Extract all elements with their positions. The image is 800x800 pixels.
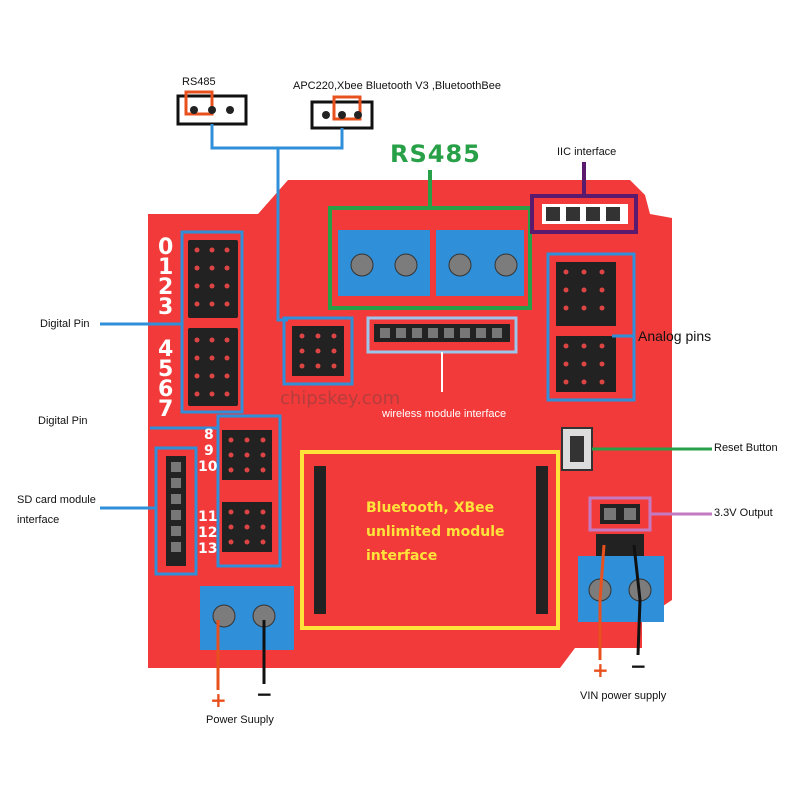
watermark: chipskey.com	[280, 388, 401, 409]
pin-2: 2	[158, 275, 174, 300]
pin-0: 0	[158, 235, 174, 260]
analog-pins-frame	[546, 252, 636, 402]
pin-9: 9	[204, 443, 214, 459]
pin-5: 5	[158, 357, 174, 382]
digital-pin-label-2: Digital Pin	[38, 415, 88, 427]
vin-plus: +	[592, 658, 609, 682]
vin-minus: −	[630, 654, 647, 678]
analog-pins-label: Analog pins	[638, 328, 712, 344]
digital-pin-0-7-frame	[180, 230, 244, 414]
bluetooth-xbee-frame	[300, 450, 560, 630]
pin-1: 1	[158, 255, 174, 280]
pin-7: 7	[158, 397, 174, 422]
iic-label: IIC interface	[557, 146, 617, 158]
pin-4: 4	[158, 337, 174, 362]
rs485-header-label: RS485	[390, 140, 481, 168]
pin-6: 6	[158, 377, 174, 402]
pin-3: 3	[158, 295, 174, 320]
rs485-jumper-label: RS485	[182, 76, 216, 88]
bluetooth-label-2: unlimited module	[366, 524, 505, 540]
power-minus: −	[256, 682, 273, 706]
wireless-jumper-label: APC220,Xbee Bluetooth V3 ,BluetoothBee	[293, 80, 501, 92]
power-plus: +	[210, 688, 227, 712]
sd-card-label-2: interface	[17, 514, 60, 526]
pin-10: 10	[198, 459, 218, 475]
bluetooth-label-1: Bluetooth, XBee	[366, 500, 495, 516]
power-supply-label: Power Suuply	[206, 714, 274, 726]
sd-card-label-1: SD card module	[17, 494, 96, 506]
output-33v-label: 3.3V Output	[714, 507, 773, 519]
wireless-module-label: wireless module interface	[382, 408, 507, 420]
sd-card-header	[154, 446, 198, 576]
digital-pin-label-1: Digital Pin	[40, 318, 90, 330]
pin-13: 13	[198, 541, 218, 557]
bluetooth-label-3: interface	[366, 548, 438, 564]
reset-button-label: Reset Button	[714, 442, 778, 454]
pin-8: 8	[204, 427, 214, 443]
pin-12: 12	[198, 525, 218, 541]
vin-supply-label: VIN power supply	[580, 690, 667, 702]
pin-11: 11	[198, 509, 218, 525]
